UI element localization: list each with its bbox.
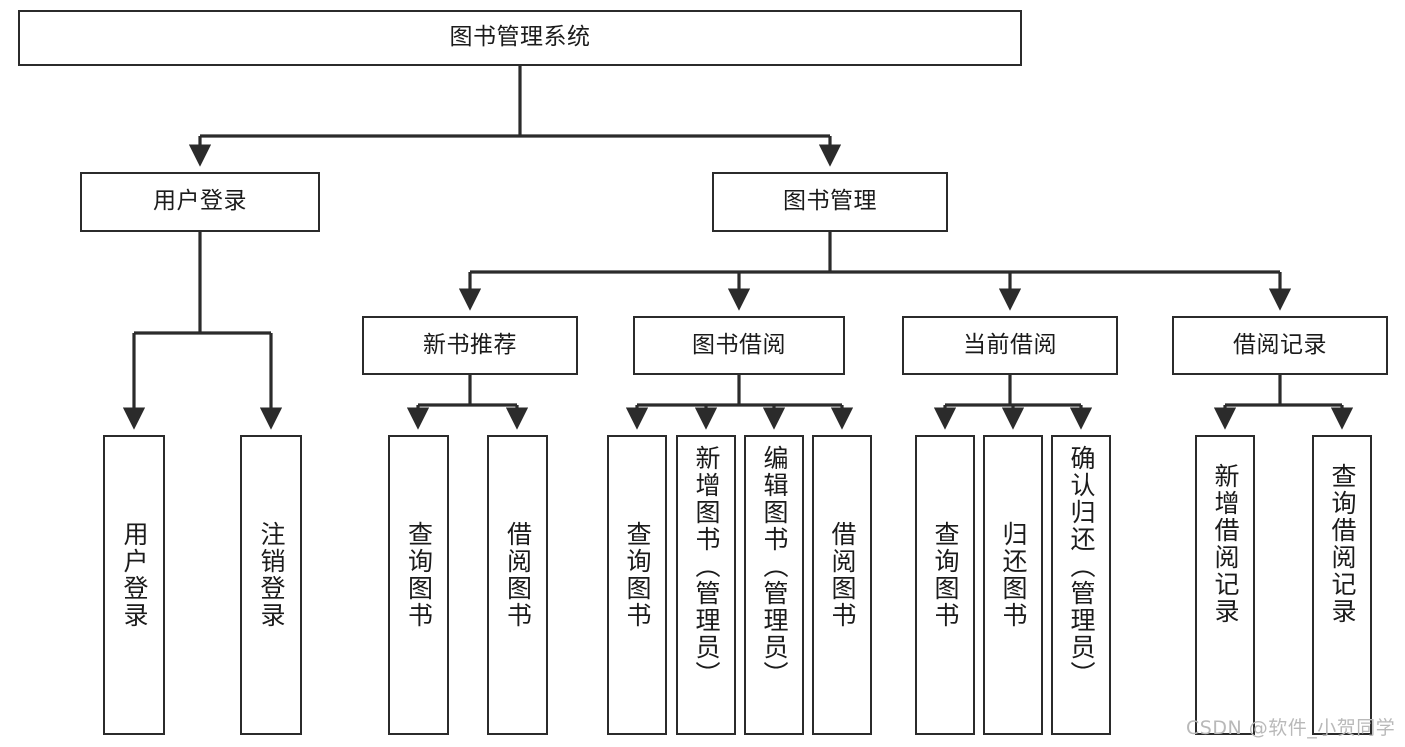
node-book-management-label: 图书管理 [783,188,877,215]
node-borrow-records-label: 借阅记录 [1233,331,1327,358]
node-new-book-recommend[interactable]: 新书推荐 [362,316,578,375]
leaf-query-books-borrow-label: 查询图书 [623,521,652,629]
leaf-confirm-return-admin-label: 确认归还（管理员） [1067,445,1096,688]
node-user-login-label: 用户登录 [153,188,247,215]
node-new-book-recommend-label: 新书推荐 [423,331,517,358]
leaf-return-books-label: 归还图书 [999,521,1028,629]
leaf-query-books-current[interactable]: 查询图书 [915,435,975,735]
leaf-query-books-borrow[interactable]: 查询图书 [607,435,667,735]
leaf-add-book-admin-label: 新增图书（管理员） [692,445,721,688]
leaf-user-login-label: 用户登录 [120,521,149,629]
leaf-confirm-return-admin[interactable]: 确认归还（管理员） [1051,435,1111,735]
csdn-watermark: CSDN @软件_小贺同学 [1186,717,1396,739]
leaf-edit-book-admin[interactable]: 编辑图书（管理员） [744,435,804,735]
leaf-logout-label: 注销登录 [257,521,286,629]
leaf-borrow-books-label: 借阅图书 [828,521,857,629]
leaf-borrow-books-newbook-label: 借阅图书 [503,521,533,629]
leaf-edit-book-admin-label: 编辑图书（管理员） [760,445,789,688]
node-current-borrow-label: 当前借阅 [963,331,1057,358]
leaf-add-book-admin[interactable]: 新增图书（管理员） [676,435,736,735]
leaf-query-books-newbook[interactable]: 查询图书 [388,435,449,735]
node-root-label: 图书管理系统 [449,24,591,51]
node-root[interactable]: 图书管理系统 [18,10,1022,66]
leaf-borrow-books[interactable]: 借阅图书 [812,435,872,735]
leaf-return-books[interactable]: 归还图书 [983,435,1043,735]
leaf-query-borrow-record[interactable]: 查询借阅记录 [1312,435,1372,735]
node-book-management[interactable]: 图书管理 [712,172,948,232]
leaf-logout[interactable]: 注销登录 [240,435,302,735]
leaf-add-borrow-record-label: 新增借阅记录 [1211,463,1240,625]
node-user-login[interactable]: 用户登录 [80,172,320,232]
node-borrow-records[interactable]: 借阅记录 [1172,316,1388,375]
node-book-borrow[interactable]: 图书借阅 [633,316,845,375]
leaf-query-books-newbook-label: 查询图书 [404,521,434,629]
leaf-add-borrow-record[interactable]: 新增借阅记录 [1195,435,1255,735]
node-current-borrow[interactable]: 当前借阅 [902,316,1118,375]
leaf-query-borrow-record-label: 查询借阅记录 [1328,463,1357,625]
leaf-query-books-current-label: 查询图书 [931,521,960,629]
leaf-user-login[interactable]: 用户登录 [103,435,165,735]
leaf-borrow-books-newbook[interactable]: 借阅图书 [487,435,548,735]
node-book-borrow-label: 图书借阅 [692,331,786,358]
